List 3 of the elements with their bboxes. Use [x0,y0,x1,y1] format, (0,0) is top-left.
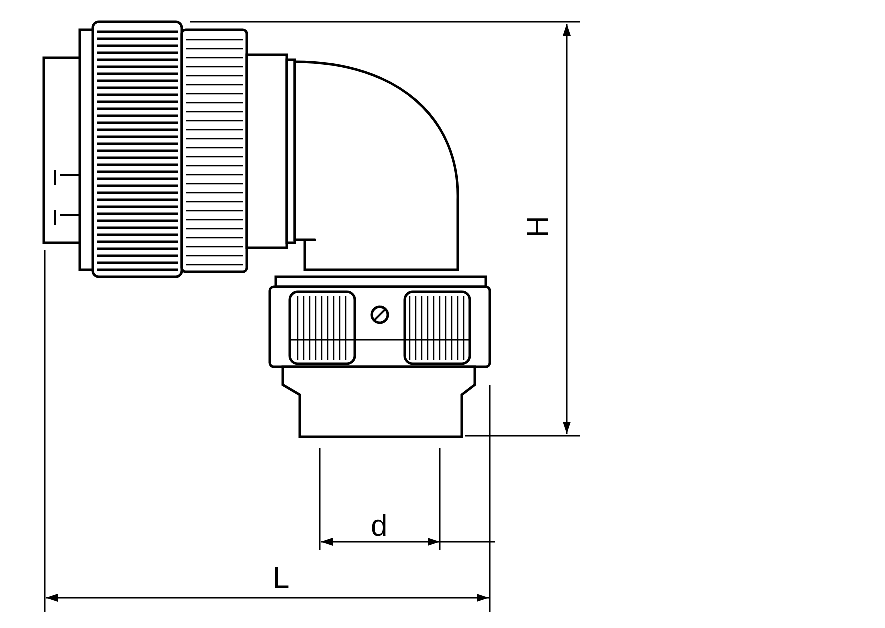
dimension-label: H [524,216,554,238]
dimension-label: L [273,564,290,594]
dimension-label: d [371,512,388,542]
